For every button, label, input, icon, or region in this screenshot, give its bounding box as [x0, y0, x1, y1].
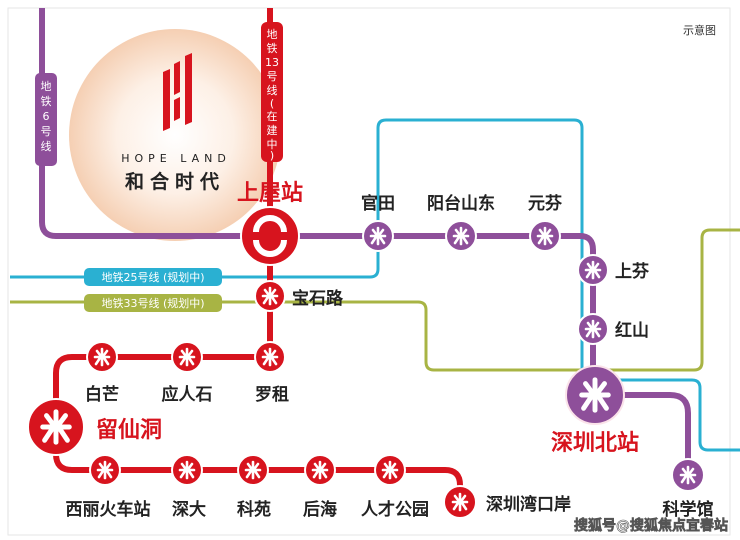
station-yingrenshi[interactable]	[171, 341, 203, 373]
line-13-label-char: 地	[267, 28, 278, 41]
line-6-label-char: 6	[43, 110, 50, 123]
brand-en: HOPE LAND	[121, 152, 231, 165]
station-label-kexueguan: 科学馆	[663, 499, 714, 520]
station-label-rencaigongyuan: 人才公园	[361, 499, 429, 520]
hopeland-logo-icon	[163, 53, 192, 131]
station-label-shenda: 深大	[172, 499, 206, 520]
station-label-luozu: 罗租	[255, 384, 289, 405]
station-shenzhenbei[interactable]	[565, 365, 625, 425]
line-25-track-east	[612, 378, 740, 452]
line-6-label-char: 线	[41, 139, 52, 153]
station-label-keyuan: 科苑	[237, 499, 271, 520]
station-houhai[interactable]	[304, 454, 336, 486]
line-13-label-char: 号	[267, 70, 278, 83]
station-label-shangfen: 上芬	[615, 261, 650, 282]
schematic-note: 示意图	[683, 23, 716, 37]
line-13-label-char: 线	[267, 83, 278, 97]
station-rencaigongyuan[interactable]	[374, 454, 406, 486]
station-label-yuanfen: 元芬	[528, 193, 563, 214]
line-13-label-char: 13	[265, 56, 279, 69]
station-luozu[interactable]	[254, 341, 286, 373]
station-yangtaishandong[interactable]	[445, 220, 477, 252]
station-kexueguan[interactable]	[671, 458, 705, 492]
station-guantian[interactable]	[362, 220, 394, 252]
station-xilihuochezhan[interactable]	[89, 454, 121, 486]
line-13-label-char: 中	[267, 138, 278, 151]
watermark: 搜狐号@搜狐焦点宜春站	[574, 517, 728, 534]
line-13-label-char: 铁	[267, 42, 278, 55]
station-shangwu[interactable]	[240, 206, 300, 266]
station-label-baimang: 白芒	[85, 384, 119, 405]
station-label-hongshan: 红山	[615, 320, 649, 341]
brand-circle	[69, 29, 281, 241]
station-baimang[interactable]	[86, 341, 118, 373]
line-13-label-char: 建	[267, 123, 278, 137]
line-6-track	[39, 8, 596, 395]
station-shangfen[interactable]	[577, 254, 609, 286]
line-13-track	[53, 8, 463, 500]
station-label-shenzhenbei: 深圳北站	[551, 431, 639, 456]
station-yuanfen[interactable]	[529, 220, 561, 252]
station-baoshilu[interactable]	[254, 280, 286, 312]
station-label-yingrenshi: 应人石	[162, 384, 213, 405]
line-33-track	[10, 228, 740, 372]
station-label-guantian: 官田	[361, 193, 395, 214]
line-6-label-char: 铁	[41, 95, 52, 108]
station-label-houhai: 后海	[303, 499, 337, 520]
station-label-liuxiandong: 留仙洞	[96, 417, 162, 443]
station-label-shangwu: 上屋站	[237, 181, 303, 206]
station-label-baoshilu: 宝石路	[292, 288, 344, 309]
line-13-label-char: 在	[267, 110, 278, 123]
line-33-label-text: 地铁33号线 (规划中)	[101, 296, 204, 310]
line-13-label-char: (	[270, 97, 274, 110]
station-liuxiandong[interactable]	[27, 398, 85, 456]
line-25-label	[84, 268, 222, 286]
interchange-icon	[253, 215, 287, 257]
station-shenzhenwankouan[interactable]	[443, 485, 477, 519]
line-6-label-char: 地	[41, 80, 52, 93]
brand-cn: 和合时代	[125, 170, 225, 193]
line-6-label	[35, 73, 57, 166]
line-13-label	[261, 22, 283, 162]
station-hongshan[interactable]	[577, 313, 609, 345]
line-33-label	[84, 294, 222, 312]
station-label-yangtaishandong: 阳台山东	[427, 193, 495, 214]
station-keyuan[interactable]	[237, 454, 269, 486]
line-6-label-char: 号	[41, 125, 52, 138]
station-shenda[interactable]	[171, 454, 203, 486]
line-25-track	[10, 118, 584, 375]
line-25-label-text: 地铁25号线 (规划中)	[101, 270, 204, 284]
station-label-shenzhenwankouan: 深圳湾口岸	[486, 494, 571, 515]
line-6-track-east	[596, 392, 691, 475]
line-13-label-char: )	[270, 149, 274, 162]
station-label-xilihuochezhan: 西丽火车站	[66, 499, 151, 520]
